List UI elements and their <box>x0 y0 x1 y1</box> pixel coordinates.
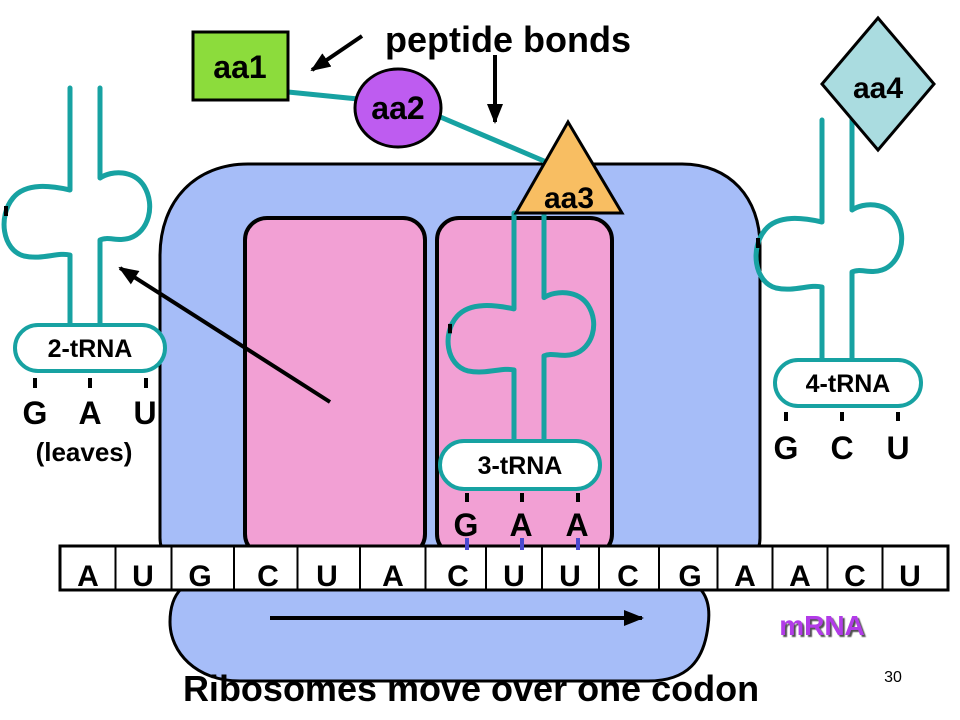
trna-3-anticodon-loop <box>438 439 602 491</box>
trna-4-anticodon-base: C <box>830 430 853 466</box>
amino-acid-aa1-label: aa1 <box>213 49 266 85</box>
mrna-base: C <box>257 560 279 593</box>
peptide-bonds-label: peptide bonds <box>385 19 631 60</box>
amino-acid-aa3-label: aa3 <box>544 182 594 215</box>
peptide-bond-aa2-aa3 <box>435 113 547 164</box>
mrna-base: U <box>899 560 921 593</box>
amino-acid-aa2-label: aa2 <box>371 90 424 126</box>
mrna-base: U <box>316 560 338 593</box>
amino-acid-aa1 <box>191 30 290 102</box>
trna-2-anticodon-loop <box>13 323 167 373</box>
mrna-base: G <box>188 560 211 593</box>
ribosome-site-right <box>435 216 614 558</box>
trna-2-label: 2-tRNA <box>48 335 133 363</box>
mrna-base: A <box>77 560 99 593</box>
amino-acid-aa4-label: aa4 <box>853 72 903 105</box>
trna-4-anticodon-ticks <box>784 412 900 421</box>
trna-2-anticodon-ticks <box>33 378 148 388</box>
mrna-base: A <box>789 560 811 593</box>
mrna-dividers <box>114 547 884 589</box>
mrna-base: U <box>132 560 154 593</box>
trna-2-anticodon-base: G <box>23 395 48 431</box>
trna-3 <box>448 213 594 439</box>
ribosome-small-subunit <box>168 576 711 683</box>
trna-3-right-strand <box>544 213 594 439</box>
trna-3-anticodon-ticks <box>465 493 580 502</box>
trna-3-label: 3-tRNA <box>478 452 563 480</box>
trna-4-label: 4-tRNA <box>806 370 891 398</box>
trna-4 <box>753 109 905 363</box>
trna-2-note: (leaves) <box>36 437 133 467</box>
peptide-bond-aa1-aa2 <box>285 89 361 102</box>
trna-4-anticodon-loop <box>773 358 923 408</box>
mrna-base: C <box>617 560 639 593</box>
ribosome-site-left <box>243 216 427 558</box>
trna-2-anticodon-base: U <box>133 395 156 431</box>
caption: Ribosomes move over one codon <box>183 668 759 709</box>
trna-3-anticodon-base: A <box>509 507 532 543</box>
arrow-trna-leaves <box>118 266 332 404</box>
mrna-base: C <box>447 560 469 593</box>
mrna-strand <box>58 544 950 592</box>
trna-3-left-strand <box>448 213 514 439</box>
trna-2-right-strand <box>97 85 153 331</box>
mrna-base: A <box>382 560 404 593</box>
trna-4-right-strand <box>849 109 905 363</box>
page-number: 30 <box>884 669 902 686</box>
amino-acid-aa2 <box>353 67 443 149</box>
trna-4-anticodon-base: U <box>886 430 909 466</box>
trna-4-left-strand <box>753 117 825 363</box>
mrna-base: U <box>559 560 581 593</box>
mrna-base: C <box>844 560 866 593</box>
mrna-base: A <box>734 560 756 593</box>
base-pair-ticks <box>465 538 580 550</box>
amino-acid-aa3 <box>513 119 625 215</box>
trna-4-anticodon-base: G <box>774 430 799 466</box>
mrna-label: mRNA <box>779 610 865 641</box>
mrna-base: U <box>503 560 525 593</box>
arrow-to-aa1 <box>310 34 364 72</box>
trna-3-anticodon-base: G <box>454 507 479 543</box>
trna-2-anticodon-base: A <box>78 395 101 431</box>
mrna-base: G <box>678 560 701 593</box>
trna-2 <box>1 85 153 331</box>
trna-2-left-strand <box>1 85 73 331</box>
trna-3-anticodon-base: A <box>565 507 588 543</box>
amino-acid-aa4 <box>820 15 936 153</box>
